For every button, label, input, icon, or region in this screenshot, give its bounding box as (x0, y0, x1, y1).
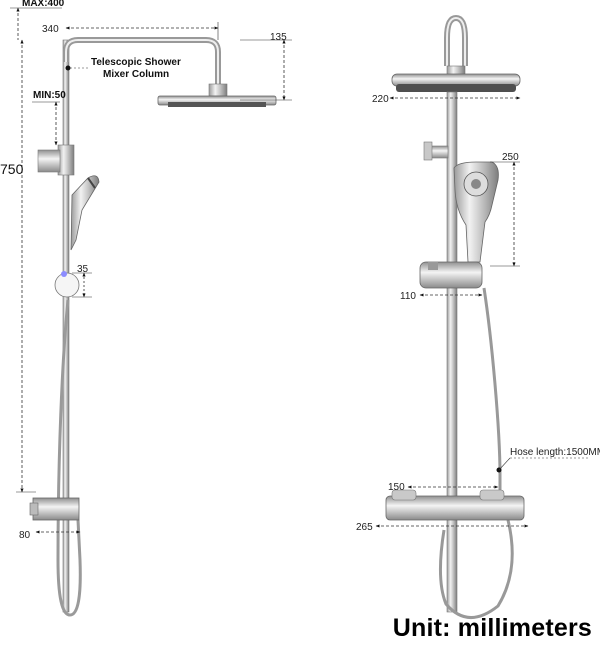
min-label: MIN:50 (33, 90, 66, 101)
right-view: 220 250 110 Hose length:1500MM 150 265 (356, 14, 600, 619)
max-label: MAX:400 (22, 0, 65, 9)
base-label: 80 (19, 530, 31, 541)
column-label-line1: Telescopic Shower (91, 57, 181, 68)
knob-label: 35 (77, 264, 89, 275)
right-shower-column (446, 91, 458, 613)
holder-width-label: 110 (400, 291, 416, 302)
left-view: MAX:400 340 135 Telescopic Shower Mixer … (0, 0, 292, 617)
left-handset (70, 175, 100, 251)
right-hose (438, 287, 514, 619)
left-slider-bracket (57, 144, 75, 176)
left-hose (56, 299, 82, 617)
height-label: 750 (0, 161, 24, 177)
column-label-line2: Mixer Column (103, 69, 169, 80)
drop-label: 135 (270, 32, 287, 43)
left-knob (54, 272, 80, 298)
handset-length-label: 250 (502, 152, 519, 163)
right-mixer-valve (385, 495, 525, 521)
valve-inner-label: 150 (388, 482, 405, 493)
unit-label: Unit: millimeters (392, 614, 592, 642)
right-top-arc (444, 14, 468, 66)
head-width-label: 220 (372, 94, 389, 105)
hose-length-label: Hose length:1500MM (510, 447, 600, 458)
left-mixer-valve (32, 497, 80, 521)
valve-outer-label: 265 (356, 522, 373, 533)
arm-length-label: 340 (42, 24, 59, 35)
